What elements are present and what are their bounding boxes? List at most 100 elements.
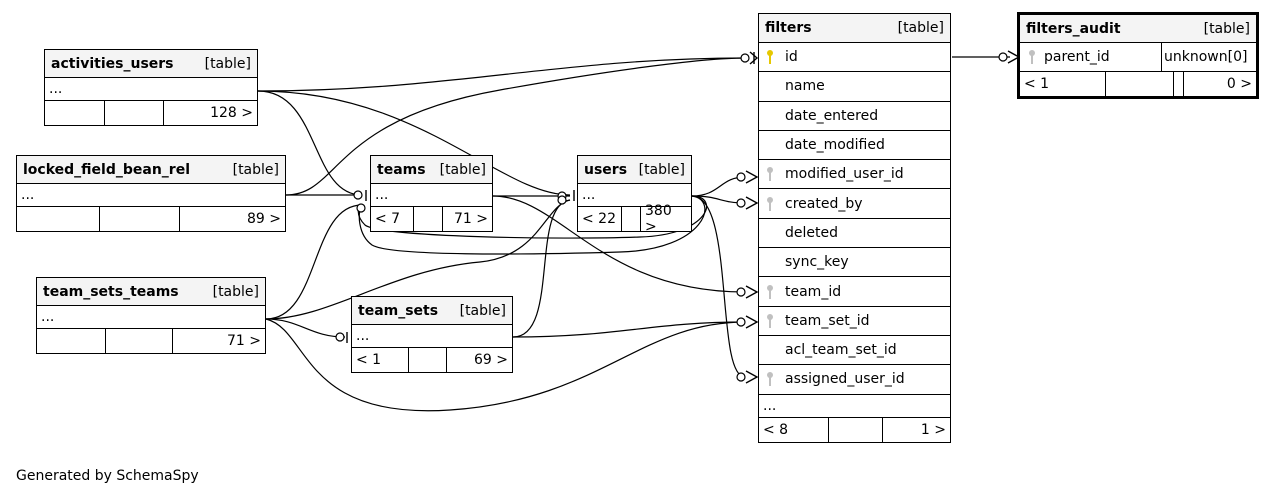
- column-ellipsis: ...: [352, 325, 512, 348]
- footer-extra: [1174, 72, 1184, 96]
- footer-columns: [105, 101, 164, 125]
- footer-columns: [1106, 72, 1174, 96]
- column-row-sync-key[interactable]: sync_key: [759, 248, 950, 278]
- crow-foot-marker: [745, 370, 759, 384]
- column-ellipsis: ...: [578, 184, 691, 207]
- foreign-key-icon: [1029, 50, 1035, 64]
- footer-rows[interactable]: 89 >: [247, 211, 281, 227]
- footer-parents[interactable]: < 22: [578, 207, 622, 231]
- table-filters-audit[interactable]: filters_audit [table] parent_id unknown[…: [1017, 12, 1259, 99]
- column-row-parent-id[interactable]: parent_id unknown[0]: [1020, 43, 1256, 72]
- footer-rows[interactable]: 71 >: [227, 333, 261, 349]
- edge-users-filters-assigned: [691, 195, 746, 378]
- table-activities-users[interactable]: activities_users [table] ... 128 >: [44, 49, 258, 126]
- column-row-deleted[interactable]: deleted: [759, 219, 950, 249]
- table-team-sets[interactable]: team_sets [table] ... < 1 69 >: [351, 296, 513, 373]
- column-row-acl-team-set-id[interactable]: acl_team_set_id: [759, 336, 950, 366]
- footer-rows[interactable]: 380 >: [645, 203, 672, 235]
- column-name: created_by: [785, 195, 863, 212]
- column-type: unknown[0]: [1164, 49, 1248, 65]
- edge-activities-users-teams: [257, 90, 363, 196]
- column-name: parent_id: [1044, 49, 1110, 65]
- footer-columns: [409, 348, 447, 372]
- edge-marker: [736, 172, 746, 182]
- crow-foot-marker: [745, 196, 759, 210]
- table-name: locked_field_bean_rel: [23, 161, 190, 178]
- column-row-name[interactable]: name: [759, 72, 950, 102]
- table-header: activities_users [table]: [45, 50, 257, 78]
- foreign-key-icon: [759, 196, 781, 212]
- table-header: team_sets [table]: [352, 297, 512, 325]
- column-name: id: [785, 49, 798, 66]
- footer-parents[interactable]: < 7: [371, 207, 414, 231]
- edge-marker: [356, 203, 366, 213]
- table-type: [table]: [1203, 20, 1250, 37]
- column-row-date-entered[interactable]: date_entered: [759, 102, 950, 131]
- column-name: modified_user_id: [785, 166, 904, 183]
- table-type: [table]: [212, 283, 259, 300]
- footer-parents[interactable]: < 1: [1020, 72, 1106, 96]
- primary-key-icon: [759, 49, 781, 65]
- edge-teamsets-filters: [512, 321, 746, 338]
- column-name: acl_team_set_id: [785, 342, 897, 359]
- table-name: filters_audit: [1026, 20, 1121, 37]
- table-type: [table]: [439, 161, 486, 178]
- column-ellipsis: ...: [371, 184, 492, 207]
- edge-tst-teams: [265, 204, 363, 320]
- column-ellipsis: ...: [17, 184, 285, 207]
- table-header: team_sets_teams [table]: [37, 278, 265, 306]
- column-row-created-by[interactable]: created_by: [759, 189, 950, 219]
- table-type: [table]: [232, 161, 279, 178]
- edge-tst-teamsets: [265, 318, 346, 338]
- column-row-modified-user-id[interactable]: modified_user_id: [759, 160, 950, 190]
- footer-parents: [17, 207, 100, 231]
- edge-users-filters-modified: [691, 176, 746, 197]
- footer-columns: [100, 207, 180, 231]
- edge-marker: [557, 195, 567, 205]
- column-row-team-set-id[interactable]: team_set_id: [759, 307, 950, 336]
- edge-users-teams-loop2: [358, 195, 706, 255]
- table-footer: < 1 0 >: [1020, 72, 1256, 96]
- column-row-id[interactable]: id: [759, 43, 950, 73]
- footer-parents[interactable]: < 1: [352, 348, 409, 372]
- footer-columns: [829, 417, 883, 442]
- table-team-sets-teams[interactable]: team_sets_teams [table] ... 71 >: [36, 277, 266, 354]
- edge-marker: [736, 317, 746, 327]
- table-footer: < 1 69 >: [352, 348, 512, 372]
- table-header: teams [table]: [371, 156, 492, 184]
- edge-locked-filters: [285, 57, 746, 196]
- footer-rows[interactable]: 69 >: [474, 352, 508, 368]
- edge-marker: [736, 287, 746, 297]
- column-name: deleted: [785, 224, 838, 241]
- column-name: date_modified: [785, 137, 885, 154]
- footer-rows[interactable]: 128 >: [210, 105, 253, 121]
- table-footer: < 22 380 >: [578, 203, 691, 235]
- column-row-assigned-user-id[interactable]: assigned_user_id: [759, 365, 950, 395]
- table-name: team_sets_teams: [43, 283, 179, 300]
- foreign-key-icon: [759, 313, 781, 329]
- footer-rows[interactable]: 1 >: [920, 421, 946, 438]
- edge-tst-users: [265, 199, 571, 320]
- column-name: team_set_id: [785, 312, 870, 329]
- crow-foot-marker: [745, 285, 759, 299]
- column-row-date-modified[interactable]: date_modified: [759, 131, 950, 161]
- edge-teams-filters-teamid: [492, 195, 746, 293]
- table-teams[interactable]: teams [table] ... < 7 71 >: [370, 155, 493, 232]
- table-name: activities_users: [51, 55, 174, 72]
- table-name: users: [584, 161, 628, 178]
- edge-marker: [335, 332, 345, 342]
- column-ellipsis: ...: [37, 306, 265, 329]
- table-type: [table]: [638, 161, 685, 178]
- footer-rows[interactable]: 71 >: [454, 211, 488, 227]
- footer-parents[interactable]: < 8: [759, 417, 829, 442]
- footer-rows[interactable]: 0 >: [1226, 76, 1252, 92]
- column-row-team-id[interactable]: team_id: [759, 277, 950, 307]
- table-users[interactable]: users [table] ... < 22 380 >: [577, 155, 692, 235]
- generated-by-label: Generated by SchemaSpy: [16, 468, 199, 484]
- edge-users-teams-loop1: [357, 195, 708, 239]
- footer-parents: [37, 329, 106, 353]
- table-locked-field-bean-rel[interactable]: locked_field_bean_rel [table] ... 89 >: [16, 155, 286, 232]
